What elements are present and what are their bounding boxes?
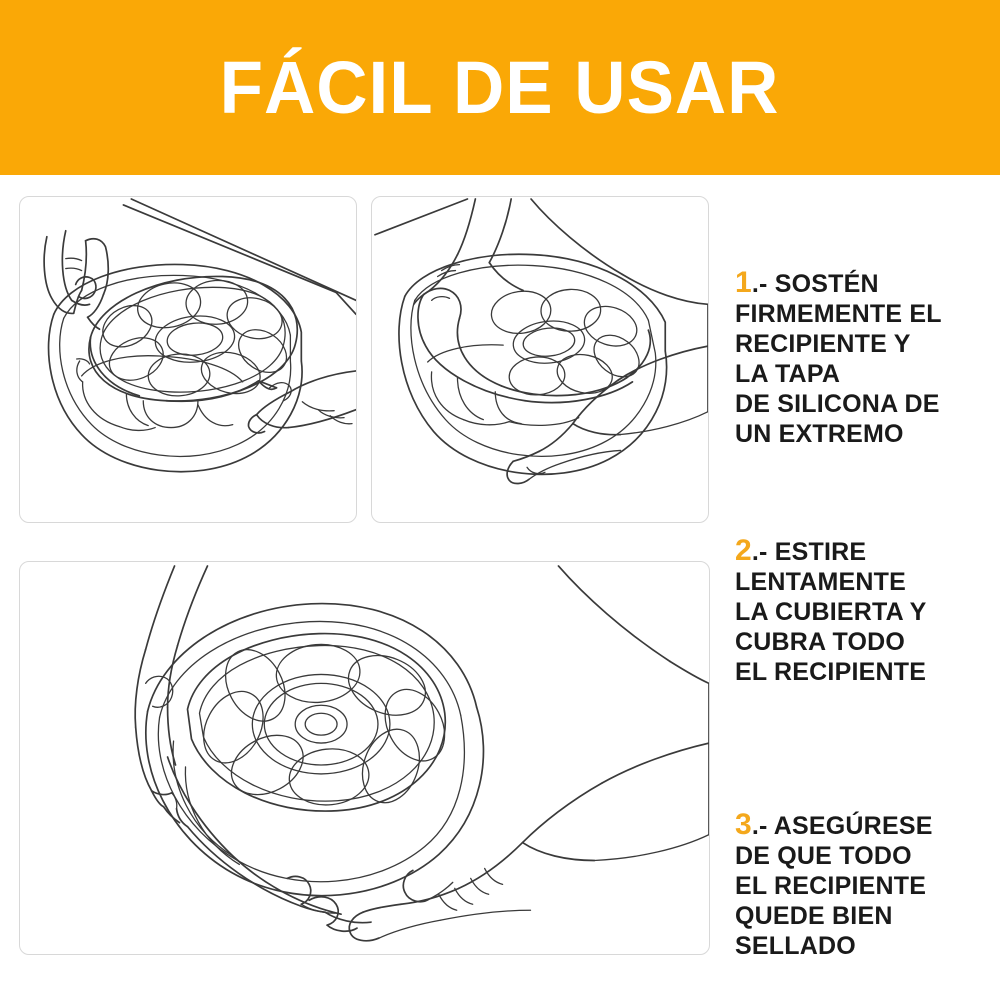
step-1-first-line-rest: SOSTÉN — [774, 270, 879, 298]
step-1-line-6: UN EXTREMO — [735, 420, 904, 448]
step-3-line-3: EL RECIPIENTE — [735, 872, 927, 900]
line-art-hands-holding-sealed-bowl — [134, 565, 709, 942]
step-3-number: 3 — [735, 808, 752, 841]
page-title: FÁCIL DE USAR — [220, 45, 780, 129]
step-1-line-5: DE SILICONA DE — [735, 390, 940, 418]
step-1-number: 1 — [735, 266, 752, 299]
illustration-panel-step-1 — [19, 196, 357, 523]
step-3-separator: .- — [751, 812, 768, 840]
step-1-line-2: FIRMEMENTE EL — [735, 300, 942, 328]
line-art-hand-holding-bowl-and-lid — [43, 198, 356, 473]
step-item-1: 1.- SOSTÉN FIRMEMENTE EL RECIPIENTE Y LA… — [735, 268, 987, 449]
step-3-line-4: QUEDE BIEN — [735, 902, 893, 930]
step-1-separator: .- — [751, 270, 768, 298]
step-2-line-5: EL RECIPIENTE — [735, 658, 927, 686]
step-2-separator: .- — [751, 538, 768, 566]
step-2-line-3: LA CUBIERTA Y — [735, 598, 927, 626]
step-item-2: 2.- ESTIRE LENTAMENTE LA CUBIERTA Y CUBR… — [735, 536, 987, 687]
step-3-line-1: 3.- ASEGÚRESE — [735, 810, 987, 841]
illustration-panel-step-3 — [19, 561, 710, 955]
step-2-line-1: 2.- ESTIRE — [735, 536, 987, 567]
step-2-line-4: CUBRA TODO — [735, 628, 906, 656]
line-art-hands-stretching-lid-over-bowl — [374, 198, 708, 485]
step-3-line-2: DE QUE TODO — [735, 842, 912, 870]
steps-list: 1.- SOSTÉN FIRMEMENTE EL RECIPIENTE Y LA… — [735, 196, 990, 976]
step-1-line-3: RECIPIENTE Y — [735, 330, 911, 358]
step-2-line-2: LENTAMENTE — [735, 568, 906, 596]
step-1-line-1: 1.- SOSTÉN — [735, 268, 987, 299]
step-3-first-line-rest: ASEGÚRESE — [773, 812, 933, 840]
step-item-3: 3.- ASEGÚRESE DE QUE TODO EL RECIPIENTE … — [735, 810, 987, 961]
step-1-line-4: LA TAPA — [735, 360, 841, 388]
step-2-first-line-rest: ESTIRE — [774, 538, 867, 566]
illustration-panel-step-2 — [371, 196, 709, 523]
header-band: FÁCIL DE USAR — [0, 0, 1000, 175]
step-2-number: 2 — [735, 534, 752, 567]
step-3-line-5: SELLADO — [735, 932, 856, 960]
